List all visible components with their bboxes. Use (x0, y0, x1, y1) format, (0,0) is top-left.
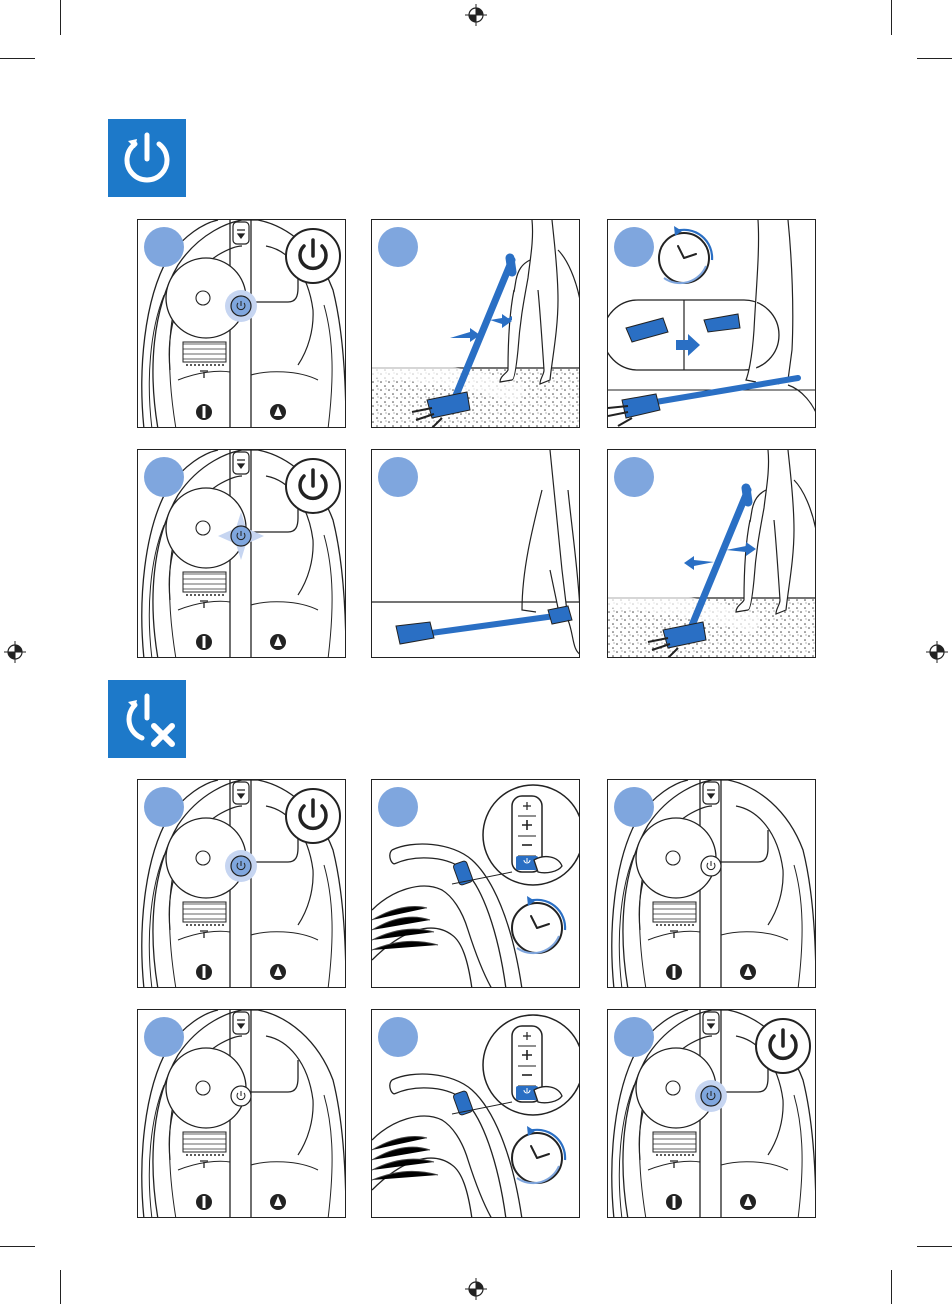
crop-mark (917, 1246, 952, 1247)
step-panel (137, 779, 346, 988)
step-panel (371, 779, 580, 988)
crop-mark (891, 1270, 892, 1304)
step-marker (144, 787, 184, 827)
registration-mark-icon (465, 4, 487, 26)
step-marker (378, 1017, 418, 1057)
step-marker (378, 457, 418, 497)
registration-mark-icon (465, 1278, 487, 1300)
step-marker (614, 227, 654, 267)
step-panel (137, 1009, 346, 1218)
step-panel (607, 779, 816, 988)
step-marker (144, 1017, 184, 1057)
step-marker (614, 1017, 654, 1057)
step-marker (378, 227, 418, 267)
step-panel (137, 449, 346, 658)
step-panel (137, 219, 346, 428)
crop-mark (60, 1270, 61, 1304)
registration-mark-icon (926, 641, 948, 663)
auto-power-on-icon (108, 119, 186, 197)
step-panel (607, 219, 816, 428)
step-marker (614, 787, 654, 827)
crop-mark (0, 1246, 35, 1247)
crop-mark (0, 58, 35, 59)
registration-mark-icon (4, 641, 26, 663)
crop-mark (917, 58, 952, 59)
step-panel (607, 449, 816, 658)
step-panel (371, 1009, 580, 1218)
step-panel (371, 219, 580, 428)
crop-mark (60, 0, 61, 35)
step-panel (607, 1009, 816, 1218)
crop-mark (891, 0, 892, 35)
step-marker (144, 227, 184, 267)
step-marker (378, 787, 418, 827)
step-marker (144, 457, 184, 497)
auto-power-off-icon (108, 680, 186, 758)
step-marker (614, 457, 654, 497)
step-panel (371, 449, 580, 658)
